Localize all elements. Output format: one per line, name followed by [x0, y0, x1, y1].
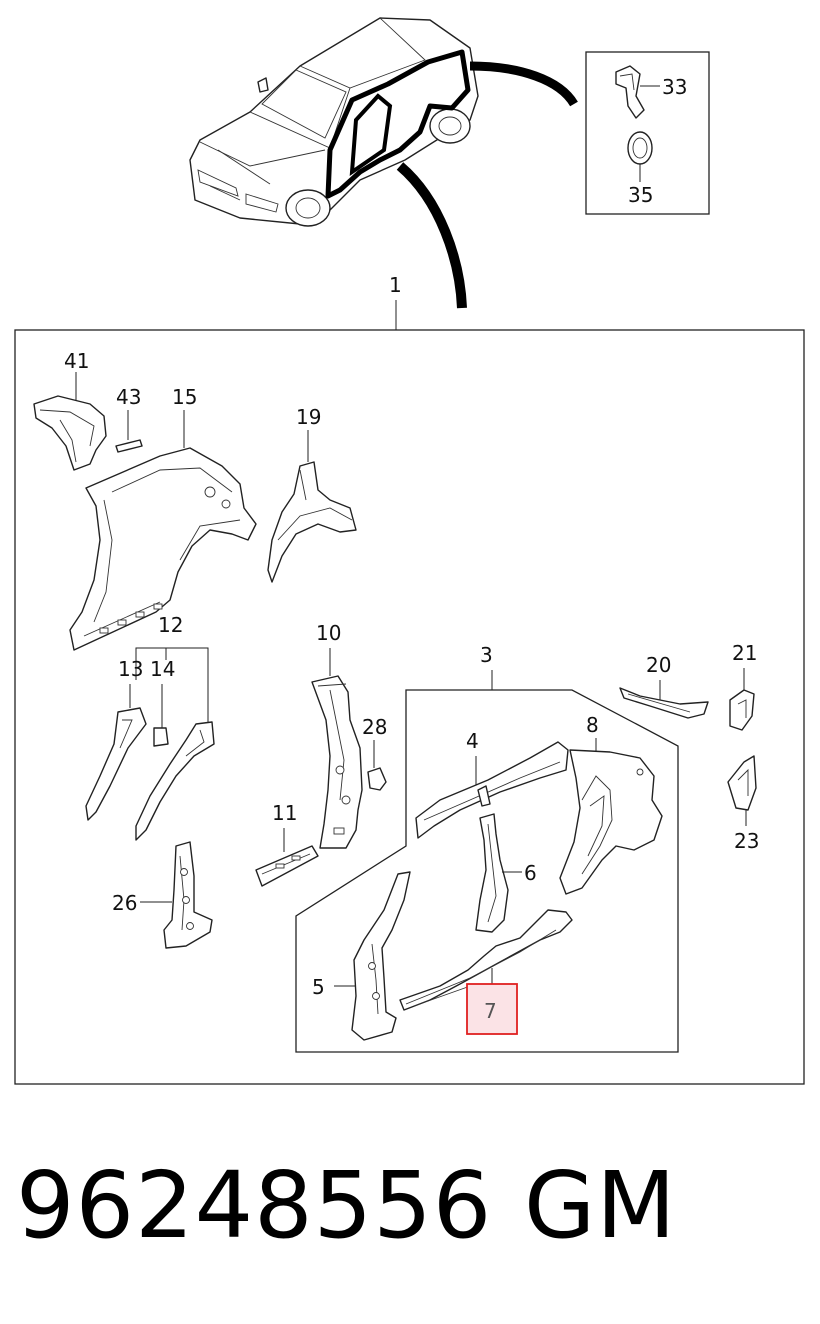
part-20-roof-rail: 20 — [619, 653, 709, 719]
callout-11: 11 — [272, 801, 297, 825]
part-4-roof-side-rail: 4 — [415, 729, 569, 839]
part-43-strip: 43 — [115, 385, 143, 453]
callout-7: 7 — [484, 999, 497, 1023]
part-7-rocker-panel: 7 — [399, 909, 573, 1035]
callout-26: 26 — [112, 891, 137, 915]
callout-20: 20 — [646, 653, 671, 677]
car-illustration — [189, 17, 578, 309]
callout-35: 35 — [628, 183, 653, 207]
callout-13: 13 — [118, 657, 143, 681]
callout-41: 41 — [64, 349, 89, 373]
small-parts-box: 33 35 — [585, 51, 710, 215]
part-23-bracket: 23 — [727, 755, 759, 853]
part-6-center-pillar-outer: 6 — [475, 813, 537, 933]
part-10-pillar-inner: 10 — [311, 621, 363, 849]
part-21-bracket: 21 — [729, 641, 757, 731]
callout-5: 5 — [312, 975, 325, 999]
callout-3: 3 — [480, 643, 493, 667]
callout-4: 4 — [466, 729, 479, 753]
callout-28: 28 — [362, 715, 387, 739]
callout-14: 14 — [150, 657, 175, 681]
brand-label: GM — [524, 1152, 677, 1259]
callout-23: 23 — [734, 829, 759, 853]
parts-diagram: 33 35 1 41 43 15 — [14, 17, 805, 1085]
part-28-bracket: 28 — [362, 715, 387, 791]
part-number: 96248556 — [16, 1152, 493, 1259]
part-12-13-14-pillar-reinforcements: 12 13 14 — [85, 613, 215, 841]
callout-21: 21 — [732, 641, 757, 665]
main-assembly-box: 1 — [14, 273, 805, 1085]
callout-15: 15 — [172, 385, 197, 409]
part-26-pillar-lower: 26 — [112, 841, 213, 949]
callout-1: 1 — [389, 273, 402, 297]
part-15-quarter-inner-panel: 15 — [69, 385, 257, 651]
callout-8: 8 — [586, 713, 599, 737]
callout-43: 43 — [116, 385, 141, 409]
callout-19: 19 — [296, 405, 321, 429]
callout-10: 10 — [316, 621, 341, 645]
part-8-quarter-outer-panel: 8 — [559, 713, 663, 895]
highlight-box-7 — [466, 983, 518, 1035]
part-19-wheelhouse-inner: 19 — [267, 405, 357, 583]
part-5-hinge-pillar: 5 — [312, 871, 411, 1041]
callout-6: 6 — [524, 861, 537, 885]
part-41-rear-wheelhouse-panel: 41 — [33, 349, 107, 471]
callout-33: 33 — [662, 75, 687, 99]
callout-12: 12 — [158, 613, 183, 637]
part-11-sill-reinforcement: 11 — [255, 801, 319, 887]
sub-assembly-3-box: 3 — [295, 643, 679, 1053]
